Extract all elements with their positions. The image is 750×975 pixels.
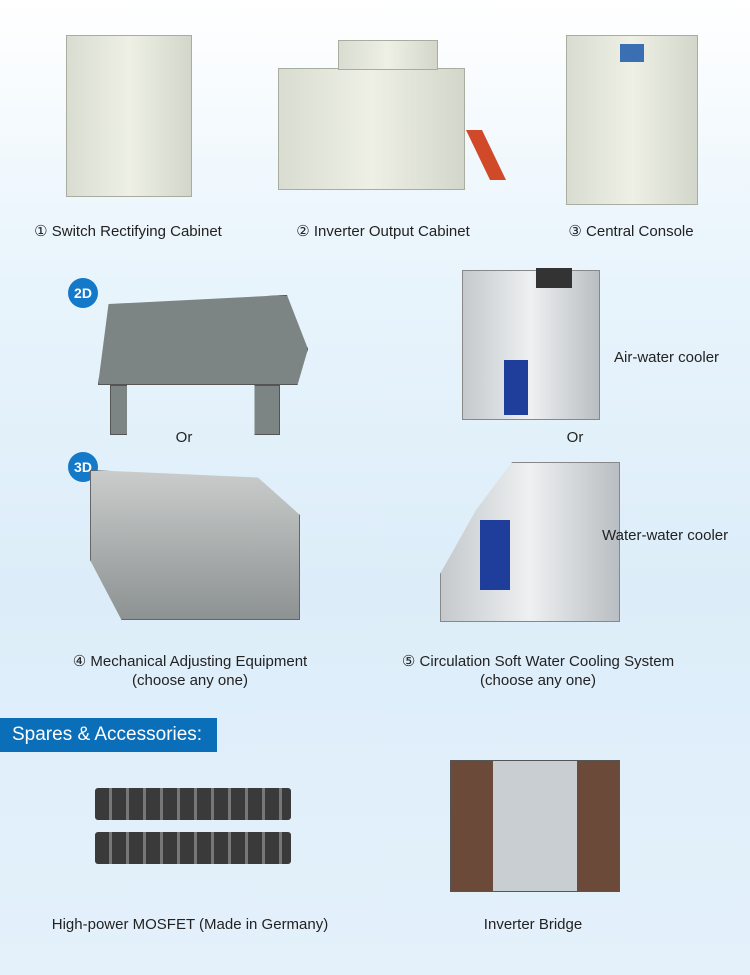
water-water-cooler-label: Water-water cooler: [602, 527, 729, 544]
spare-label-mosfet: High-power MOSFET (Made in Germany): [51, 916, 329, 933]
air-water-cooler-label: Air-water cooler: [614, 349, 720, 366]
product-label-1: ① Switch Rectifying Cabinet: [34, 223, 222, 240]
mechanical-3d-image: [90, 470, 300, 620]
mechanical-label: ④ Mechanical Adjusting Equipment: [72, 653, 308, 670]
mosfet-image-row-2: [95, 832, 291, 864]
water-water-cooler-image: [440, 462, 620, 622]
cooler-pump-2: [480, 520, 510, 590]
mechanical-2d-legs: [110, 385, 280, 435]
central-console-image: [566, 35, 698, 205]
air-water-cooler-image: [462, 270, 600, 420]
inverter-output-cabinet-image: [278, 68, 465, 190]
or-text-cooling: Or: [566, 429, 584, 446]
cooling-label: ⑤ Circulation Soft Water Cooling System: [401, 653, 675, 670]
inverter-bridge-image: [450, 760, 620, 892]
or-text-mechanical: Or: [175, 429, 193, 446]
inverter-output-bar: [466, 130, 506, 180]
mechanical-note: (choose any one): [132, 672, 248, 689]
spares-banner: Spares & Accessories:: [0, 718, 217, 752]
console-screen: [620, 44, 644, 62]
cooling-note: (choose any one): [480, 672, 596, 689]
product-label-3: ③ Central Console: [568, 223, 694, 240]
mosfet-image-row-1: [95, 788, 291, 820]
badge-3d: 3D: [68, 452, 98, 482]
mechanical-2d-image: [98, 295, 308, 385]
spare-label-inverter-bridge: Inverter Bridge: [483, 916, 583, 933]
switch-rectifying-cabinet-image: [66, 35, 192, 197]
cooler-pump: [504, 360, 528, 415]
badge-2d: 2D: [68, 278, 98, 308]
inverter-cabinet-top: [338, 40, 438, 70]
cooler-fan: [536, 268, 572, 288]
product-label-2: ② Inverter Output Cabinet: [296, 223, 470, 240]
